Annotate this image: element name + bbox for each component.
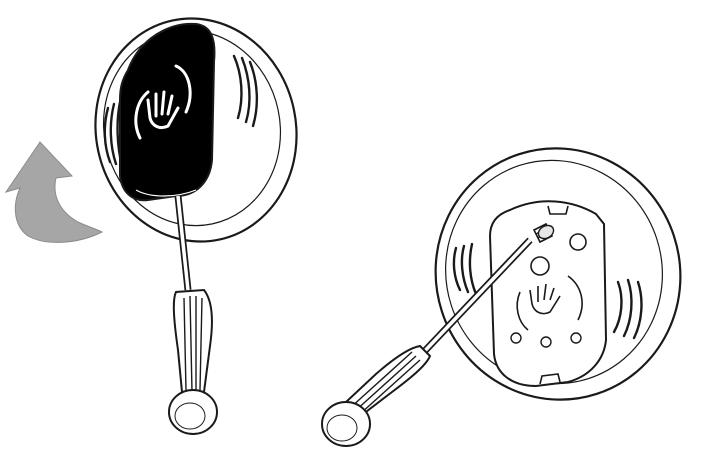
right-step-figure (322, 116, 707, 446)
mount-hole (511, 333, 521, 343)
rotate-arrow-icon (6, 142, 102, 242)
mount-hole (571, 333, 581, 343)
mount-hole (531, 257, 549, 275)
left-step-figure (6, 0, 317, 434)
mounting-plate (490, 201, 606, 386)
mount-hole (541, 337, 551, 347)
mount-hole (570, 234, 586, 250)
